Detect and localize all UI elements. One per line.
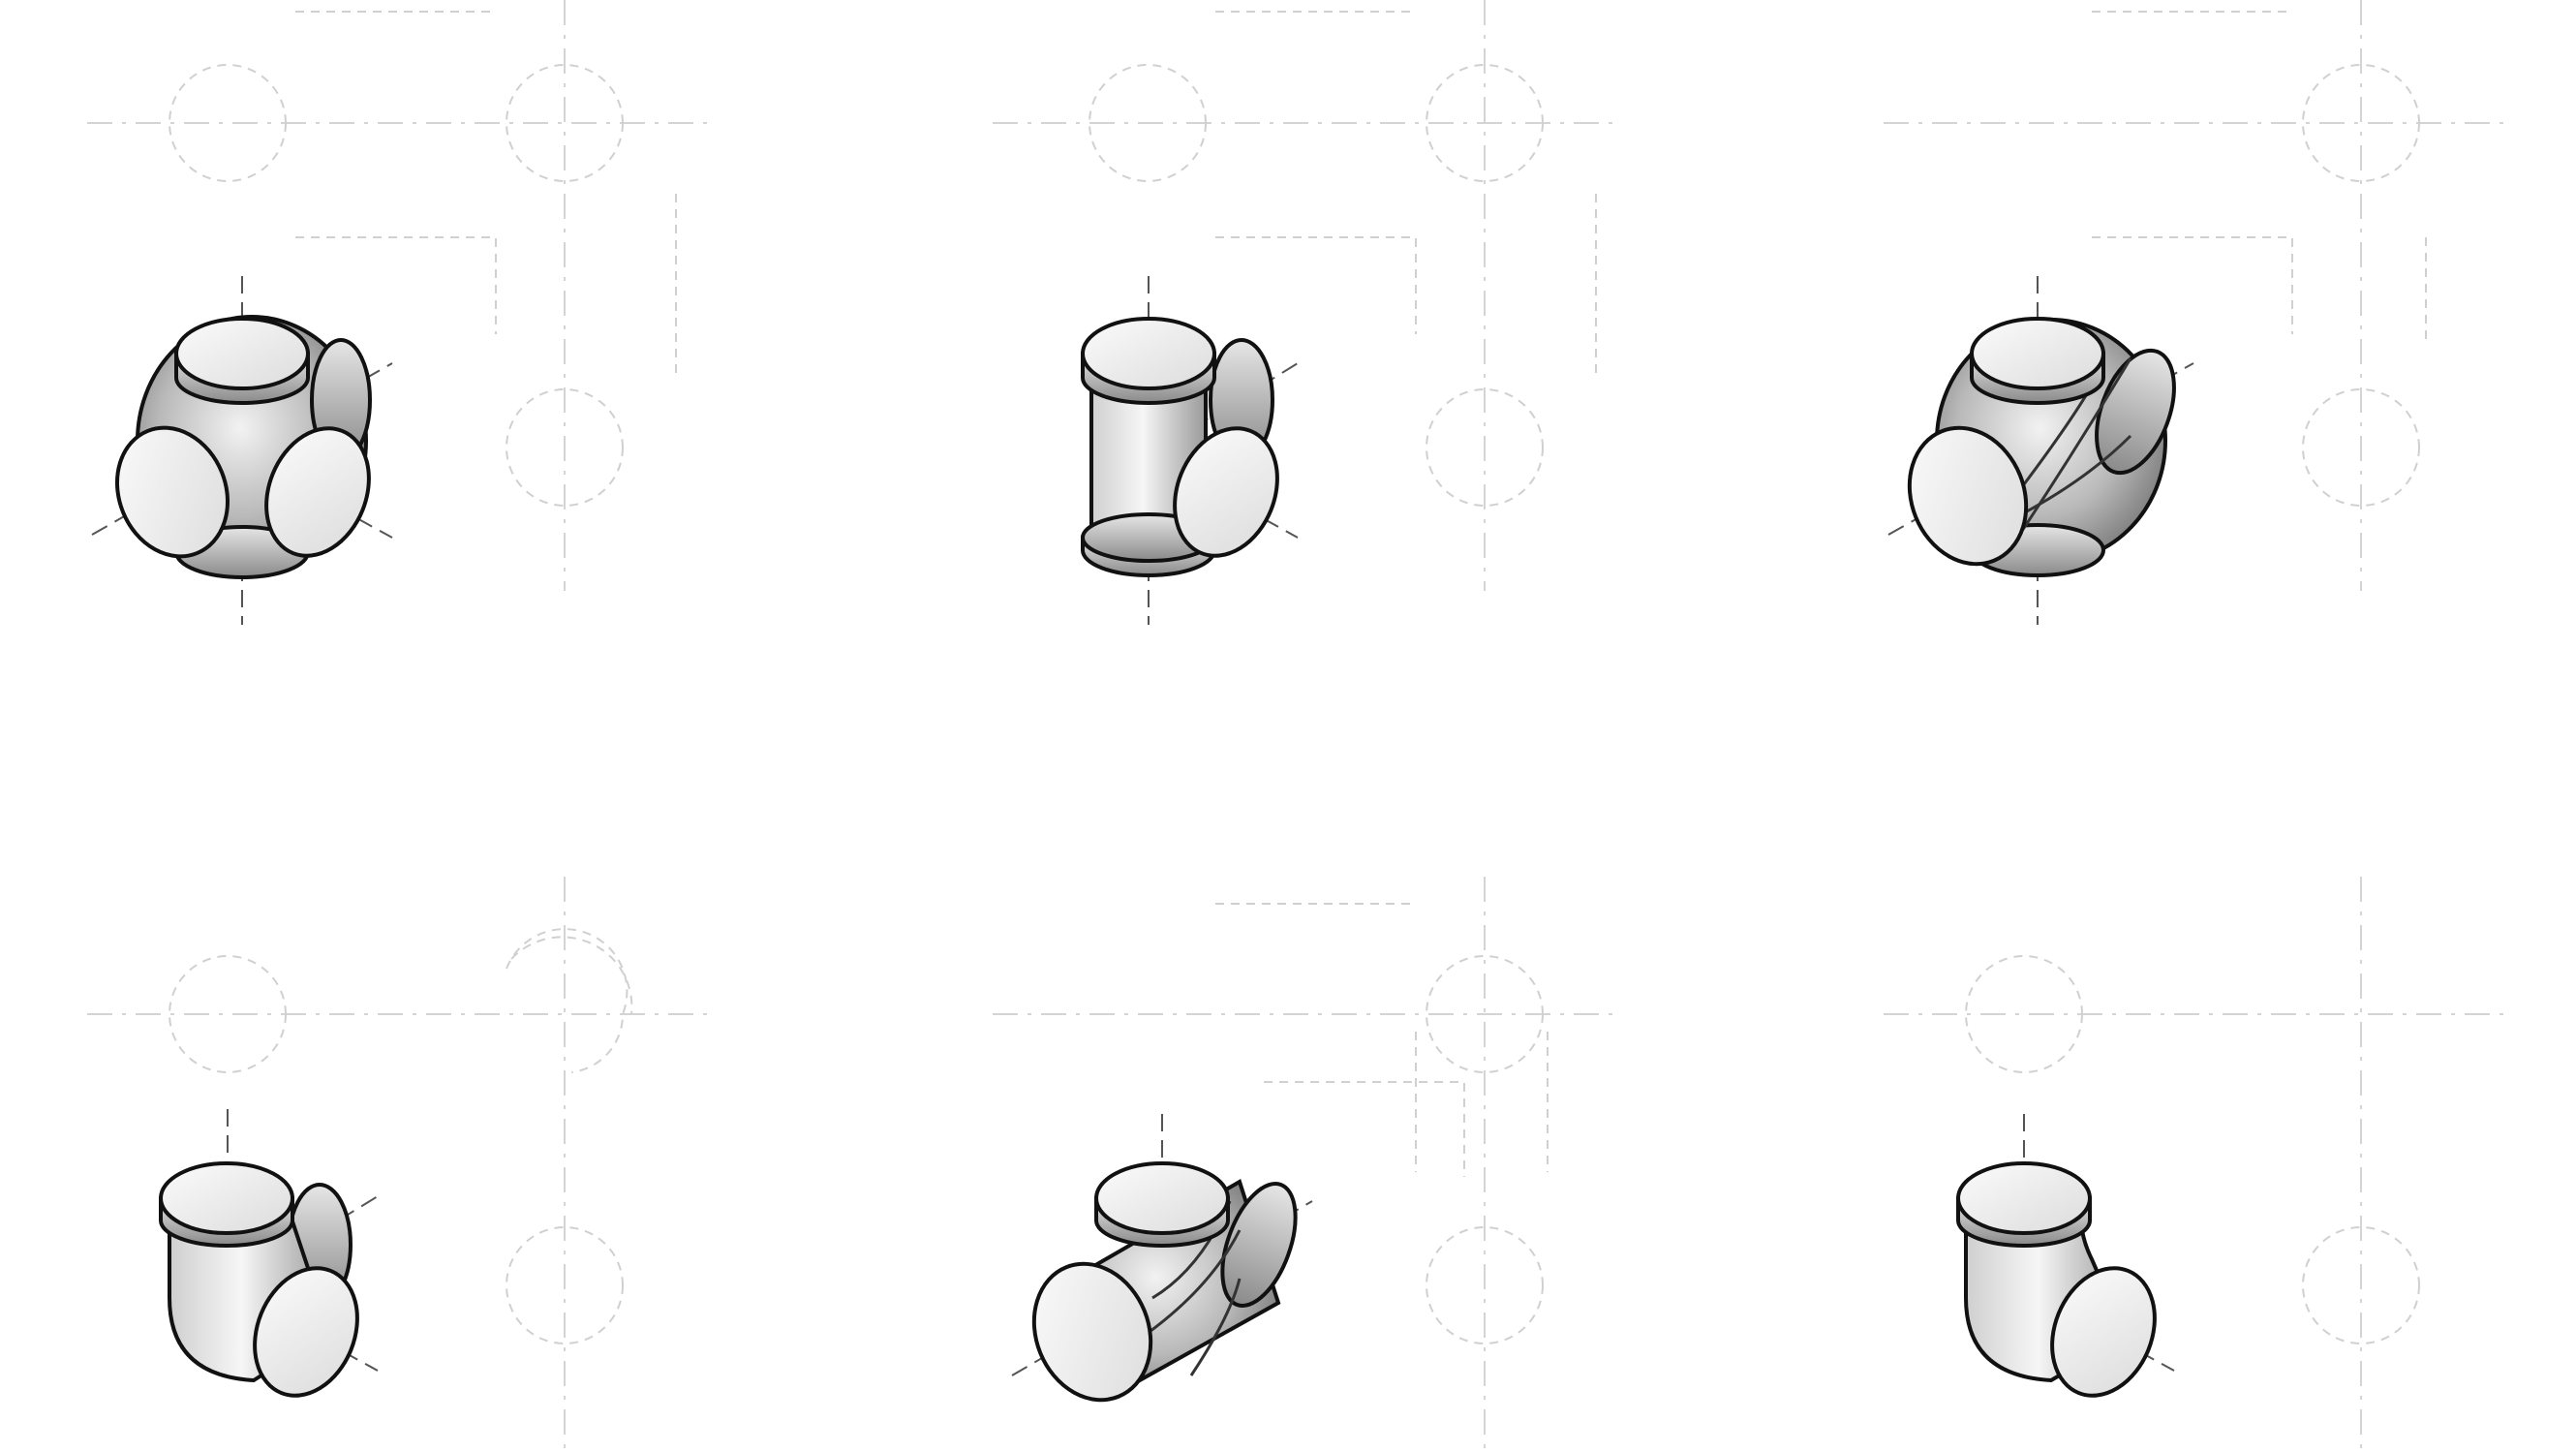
outlet-left-cap (114, 425, 230, 559)
guides (87, 877, 712, 1452)
outlet-top-cap (1970, 317, 2105, 390)
guides (1884, 0, 2508, 591)
outlet-back (1220, 1182, 1298, 1308)
outlet-top-cap (1094, 1161, 1230, 1235)
outlet-top-cap (159, 1161, 294, 1235)
outlet-top-cap (174, 317, 310, 390)
guides (1884, 877, 2508, 1452)
outlet-left-cap (1031, 1261, 1153, 1403)
fitting-elbow (159, 1109, 379, 1398)
fitting-tee-side (1011, 1114, 1313, 1403)
outlet-right-cap (264, 426, 371, 558)
outlet-left-cap (1907, 425, 2029, 567)
fitting-elbow-side (1956, 1114, 2175, 1398)
outlet-top-cap (1956, 1161, 2092, 1235)
guides (87, 0, 712, 591)
fitting-tee (1081, 276, 1299, 625)
cell-3 (1884, 0, 2508, 625)
fitting-cross-4way (1887, 276, 2194, 625)
guides (993, 877, 1612, 1452)
cell-5 (993, 877, 1612, 1452)
cell-6 (1884, 877, 2508, 1452)
outlet-front-cap (253, 1266, 359, 1398)
cell-2 (993, 0, 1612, 625)
cell-1 (87, 0, 712, 625)
outlet-right-cap (1173, 426, 1279, 558)
outlet-front-cap (2050, 1266, 2157, 1398)
outlet-top-cap (1081, 317, 1216, 390)
cell-4 (87, 877, 712, 1452)
fitting-cross-6way (91, 276, 393, 625)
guides (993, 0, 1612, 591)
